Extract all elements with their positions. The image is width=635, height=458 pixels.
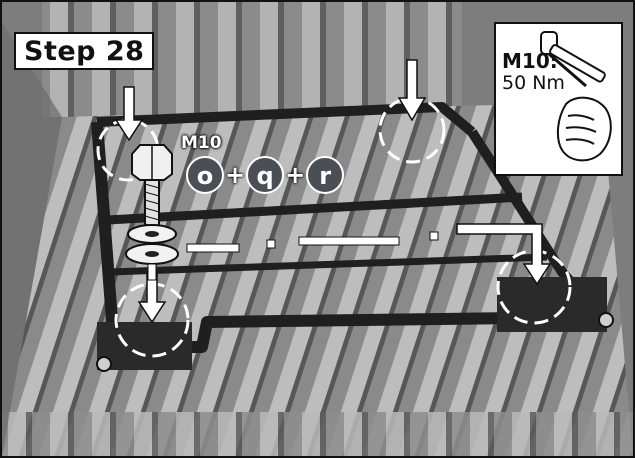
bolt-end-right — [599, 313, 613, 327]
bracket-rear-right — [497, 277, 607, 332]
torque-spec-inset — [494, 22, 623, 176]
bolt-size-label: M10 — [181, 133, 222, 153]
torque-value: 50 Nm — [502, 72, 565, 94]
hand-icon — [558, 98, 611, 161]
alignment-mark — [299, 237, 399, 245]
washer-icon — [128, 225, 176, 243]
part-badge-o: o — [186, 156, 224, 194]
washer-icon — [126, 244, 178, 264]
part-separator: + — [225, 161, 245, 189]
part-reference-group: o + q + r — [186, 156, 344, 194]
alignment-mark — [187, 244, 239, 252]
torque-wrench-icon — [496, 24, 621, 174]
step-label: Step 28 — [14, 32, 154, 70]
torque-bolt-size: M10: — [502, 50, 565, 72]
torque-spec-text: M10: 50 Nm — [502, 50, 565, 94]
alignment-mark — [430, 232, 438, 240]
bed-lower-edge — [2, 412, 633, 456]
bolt-end-left — [97, 357, 111, 371]
alignment-mark — [267, 240, 275, 248]
part-badge-q: q — [246, 156, 284, 194]
part-badge-r: r — [306, 156, 344, 194]
part-separator: + — [285, 161, 305, 189]
